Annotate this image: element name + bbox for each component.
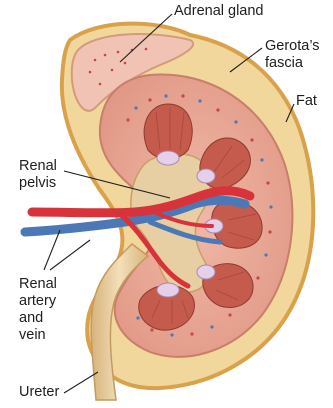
ureter-label: Ureter: [19, 384, 59, 401]
renal-artery-vein-label-line2: artery: [19, 293, 56, 310]
fat-label: Fat: [296, 93, 317, 110]
renal-artery-vein-label-line4: vein: [19, 327, 46, 344]
renal-artery-vein-label-line3: and: [19, 310, 43, 327]
gerotas-fascia-label-line1: Gerota’s: [265, 38, 320, 55]
renal-artery-vein-label-line1: Renal: [19, 276, 57, 293]
renal-pelvis-label-line2: pelvis: [19, 175, 56, 192]
renal-pelvis-label-line1: Renal: [19, 158, 57, 175]
adrenal-gland-label: Adrenal gland: [174, 3, 264, 20]
gerotas-fascia-label-line2: fascia: [265, 55, 303, 72]
